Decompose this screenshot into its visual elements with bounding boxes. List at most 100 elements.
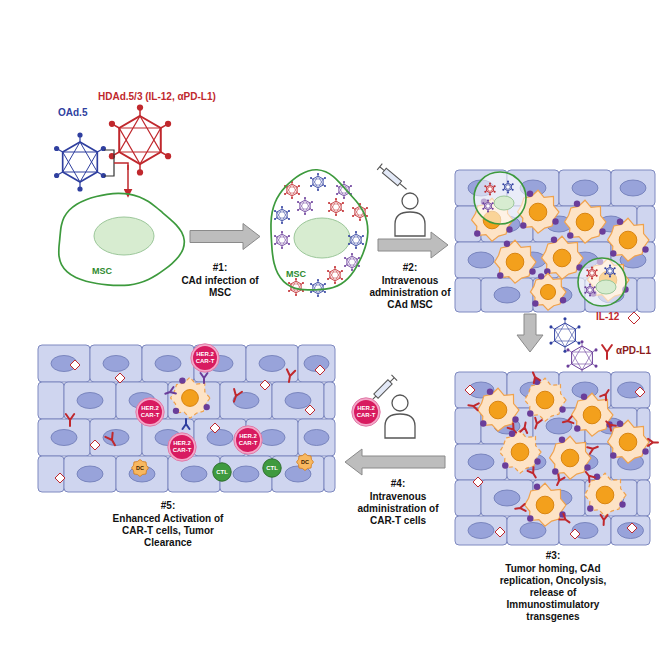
- tissue-cell: [611, 516, 650, 545]
- virus-knob: [594, 286, 596, 288]
- pd-l1-marker: [642, 448, 648, 454]
- virus-capsid: [287, 184, 297, 196]
- tissue-cell: [168, 456, 220, 492]
- virus-knob: [165, 153, 171, 159]
- pd-l1-marker: [559, 406, 565, 412]
- tissue-cell: [455, 278, 481, 312]
- virus-knob: [334, 266, 336, 268]
- adenovirus: [327, 266, 343, 284]
- virus-knob: [77, 132, 82, 137]
- pd-l1-marker: [527, 410, 533, 416]
- msc-nucleus: [596, 280, 616, 294]
- tumor-nucleus: [182, 390, 199, 407]
- virus-knob: [343, 181, 345, 183]
- virus-facets: [277, 234, 287, 246]
- tissue-cell: [324, 456, 335, 492]
- process-arrow: [517, 314, 543, 352]
- infection-arrow: [114, 163, 128, 196]
- cell-type-label: CTL: [216, 469, 228, 476]
- tissue-nucleus: [259, 356, 285, 372]
- virus-knob: [328, 202, 330, 204]
- virus-facets: [589, 269, 596, 277]
- virus-knob: [482, 202, 484, 204]
- virus-knob: [502, 189, 504, 191]
- tumor-cell: [550, 436, 591, 479]
- syringe-barrel: [374, 380, 392, 398]
- tumor-nucleus: [596, 486, 614, 504]
- virus-knob: [604, 273, 606, 275]
- tumor-nucleus: [536, 496, 554, 514]
- virus-knob: [77, 186, 82, 191]
- antibody: [468, 402, 479, 410]
- virus-knob: [281, 231, 283, 233]
- cell-type-label: DC: [301, 459, 309, 465]
- antibody: [554, 475, 565, 487]
- virus-capsid: [300, 200, 310, 212]
- virus-capsid: [351, 234, 361, 246]
- tissue-cell: [455, 516, 507, 545]
- adenovirus: [584, 284, 595, 297]
- annotation-label: CAd infection of MSC: [181, 275, 259, 299]
- virus-knob: [507, 181, 509, 183]
- virus-knob: [274, 210, 276, 212]
- virus-knob: [594, 365, 597, 368]
- tissue-cell: [298, 345, 335, 382]
- virus-knob: [484, 185, 486, 187]
- tumor-cell: [585, 473, 626, 516]
- tissue-cell: [64, 382, 116, 419]
- virus-knob: [482, 208, 484, 210]
- step-number: #1:: [200, 262, 240, 274]
- virus-capsid: [63, 142, 98, 182]
- person-body: [395, 212, 425, 236]
- virus-capsid: [277, 234, 287, 246]
- pd-l1-marker: [203, 404, 209, 410]
- virus-knob: [484, 191, 486, 193]
- virus-capsid: [313, 176, 323, 188]
- virus-knob: [54, 146, 59, 151]
- antibody: [201, 373, 208, 383]
- virus-knob: [351, 269, 353, 271]
- virus-knob: [366, 207, 368, 209]
- virus-knob: [324, 177, 326, 179]
- virus-knob: [359, 219, 361, 221]
- tissue-cell: [90, 419, 142, 456]
- il12-diamond: [90, 440, 100, 450]
- adenovirus: [109, 104, 171, 175]
- adenovirus: [586, 267, 597, 280]
- tissue-cell: [611, 170, 655, 206]
- ctl-membrane: [213, 463, 231, 481]
- virus-knob: [343, 197, 345, 199]
- adenovirus: [54, 132, 106, 191]
- virus-knob: [317, 173, 319, 175]
- virus-knob: [594, 292, 596, 294]
- virus-knob: [334, 282, 336, 284]
- pd-l1-marker: [584, 464, 590, 470]
- tumor-outline: [530, 273, 566, 310]
- virus-knob: [563, 317, 566, 320]
- tissue-nucleus: [77, 466, 103, 482]
- tissue-cell: [481, 480, 533, 516]
- virus-knob: [342, 210, 344, 212]
- pd-l1-marker: [529, 268, 535, 274]
- tissue-nucleus: [259, 430, 285, 446]
- virus-knob: [317, 279, 319, 281]
- cell-membrane: [59, 193, 185, 285]
- tissue-cells: [38, 345, 335, 492]
- virus-knob: [549, 342, 552, 345]
- infected-msc-cell-outline: [262, 165, 372, 300]
- virus-facets: [119, 116, 161, 164]
- virus-facets: [331, 201, 341, 213]
- tissue-nucleus: [468, 252, 494, 268]
- msc-nucleus: [294, 218, 350, 258]
- virus-knob: [352, 207, 354, 209]
- antibody: [528, 467, 539, 479]
- car-t-membrane: [191, 344, 219, 372]
- virus-knob: [512, 189, 514, 191]
- step-number: #2:: [390, 262, 430, 274]
- adenovirus: [328, 198, 344, 216]
- pd-l1-marker: [619, 501, 625, 507]
- process-arrow: [345, 449, 445, 475]
- virus-knob: [348, 235, 350, 237]
- tissue-nucleus: [155, 356, 181, 372]
